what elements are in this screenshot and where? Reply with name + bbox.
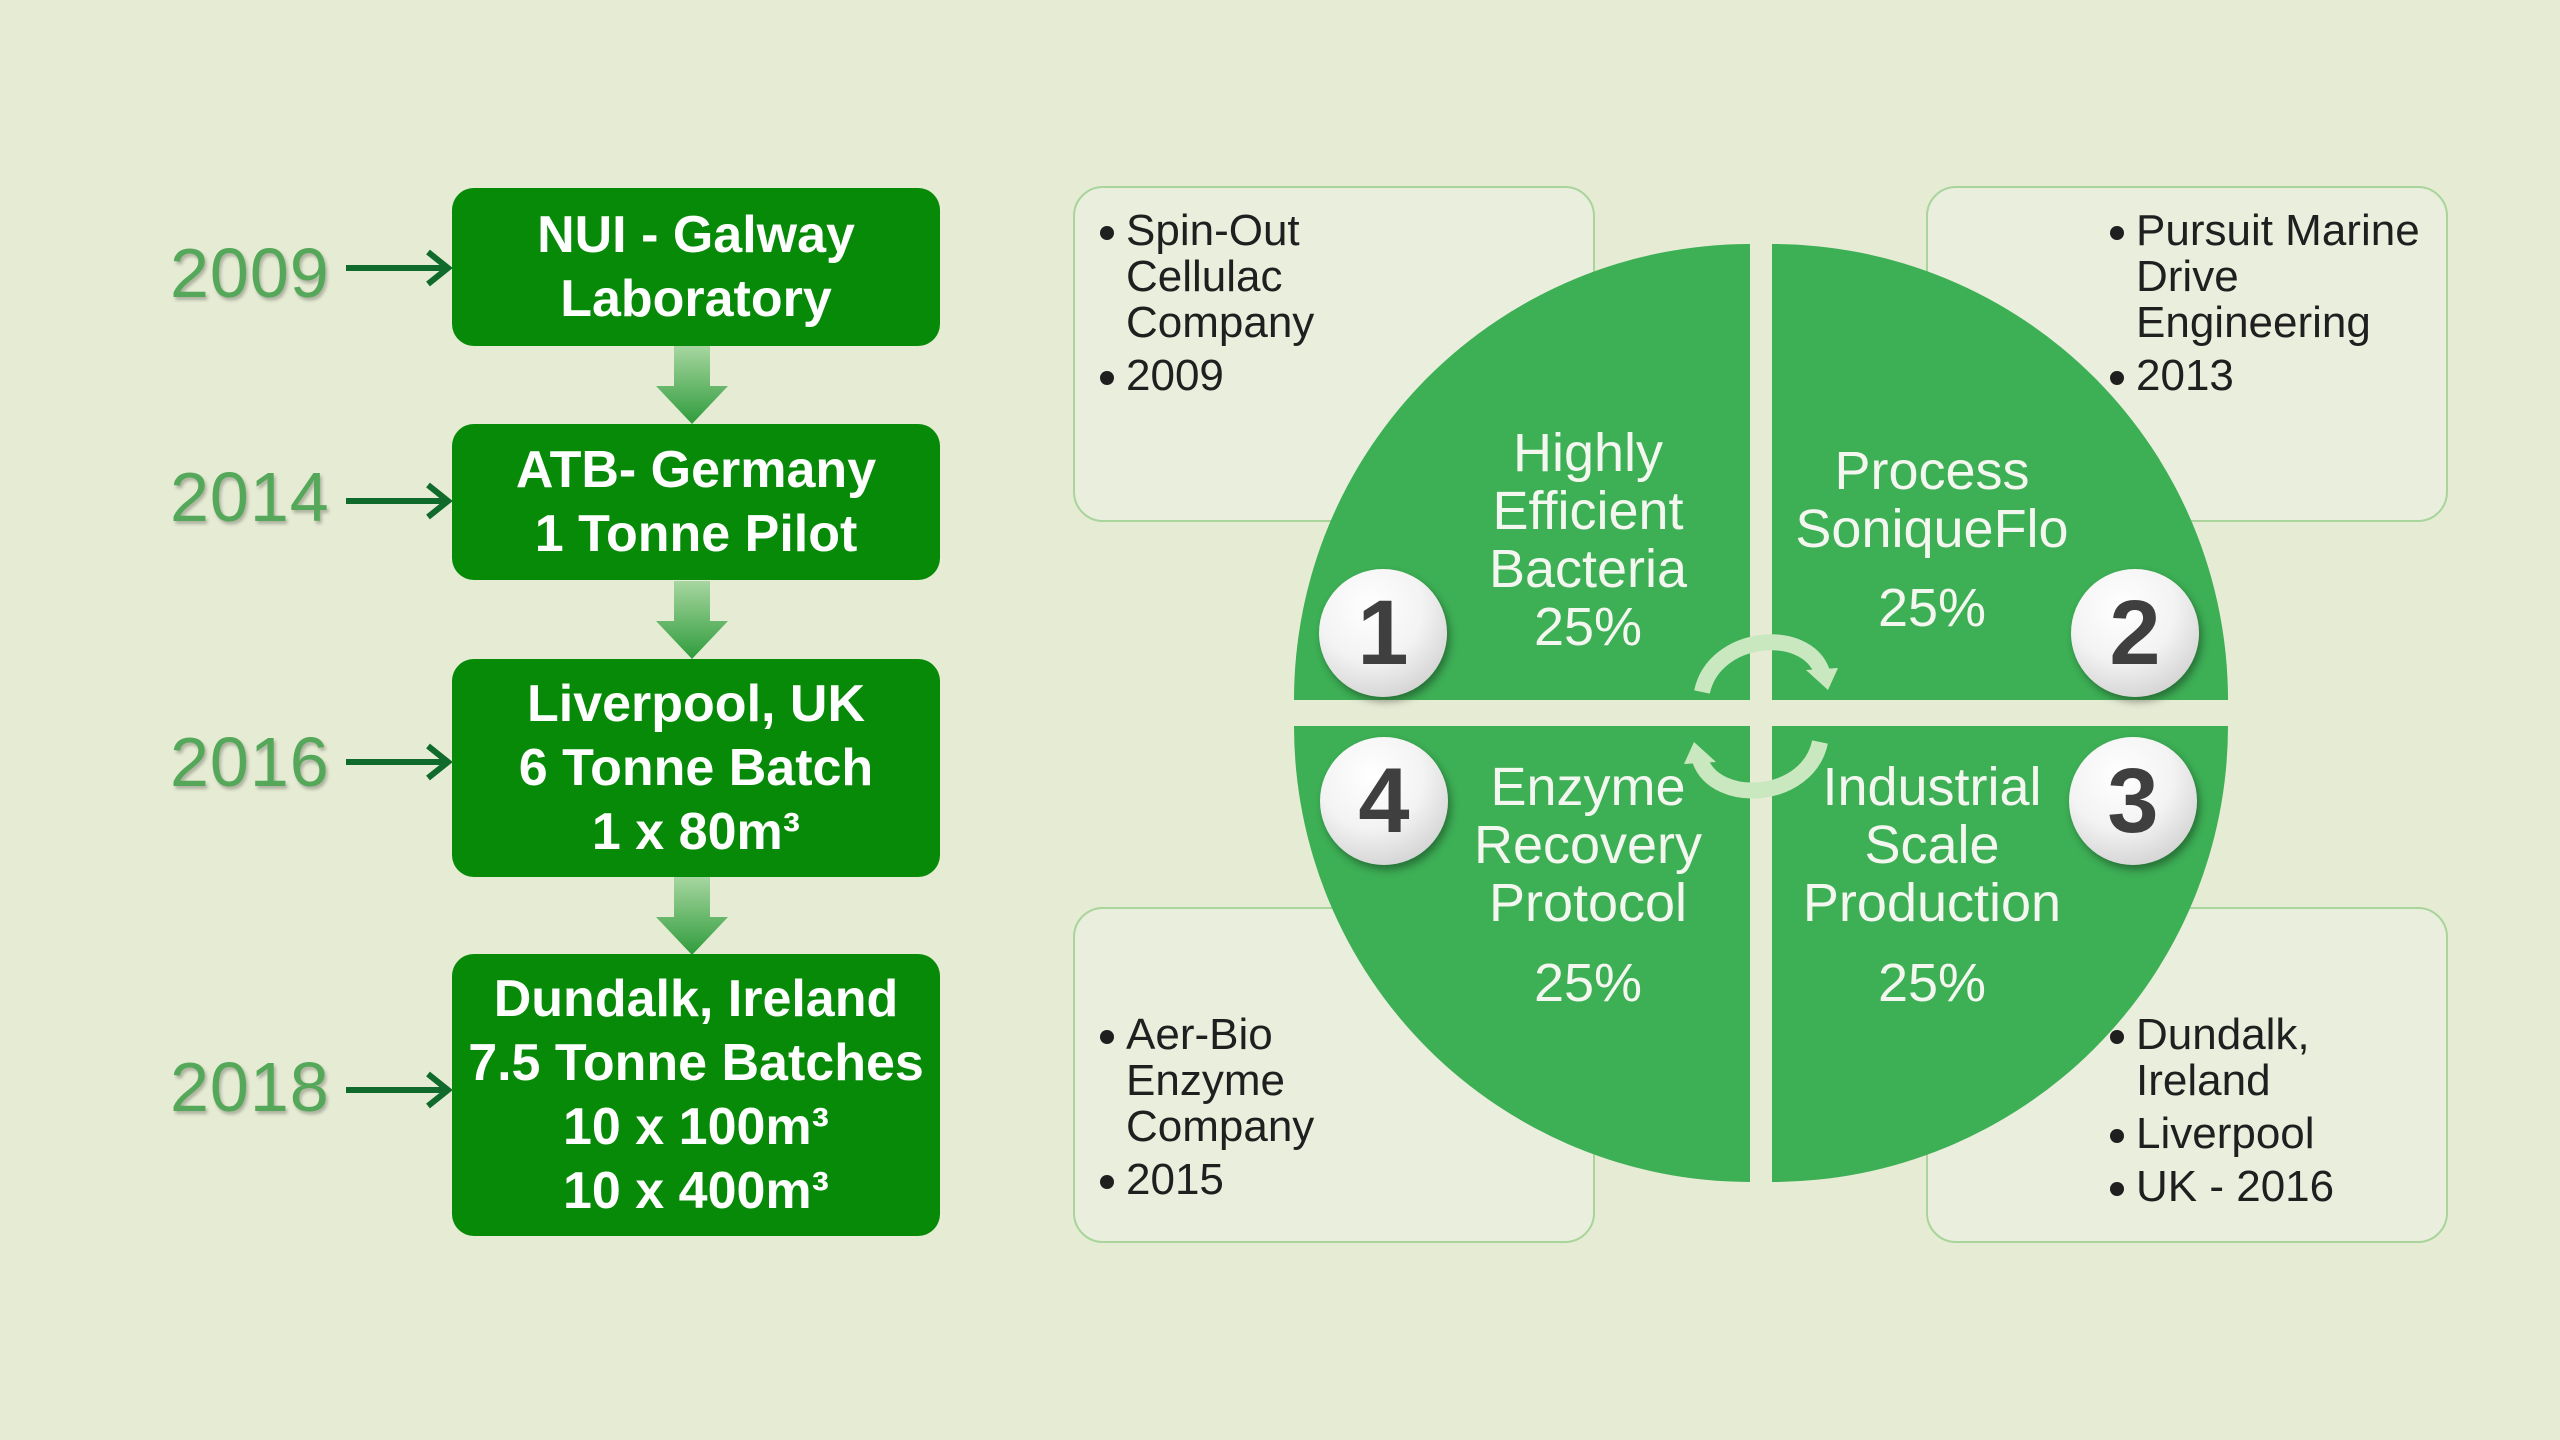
timeline-box-line: 6 Tonne Batch xyxy=(518,739,874,797)
down-arrow-icon xyxy=(656,581,728,659)
timeline-year-2018: 2018 xyxy=(170,1048,330,1126)
quadrant-4-label: Enzyme Recovery Protocol 25% xyxy=(1428,758,1748,1012)
quadrant-4-number-badge: 4 xyxy=(1320,737,1448,865)
right-arrow-icon xyxy=(346,249,453,287)
quadrant-title-line: Industrial xyxy=(1822,757,2042,817)
timeline-box-line: ATB- Germany xyxy=(515,441,877,499)
quadrant-percent: 25% xyxy=(1877,953,1987,1013)
quadrant-3-label: Industrial Scale Production 25% xyxy=(1772,758,2092,1012)
quadrant-title-line: Process xyxy=(1834,441,2030,501)
quadrant-title-line: Bacteria xyxy=(1488,539,1688,599)
quadrant-title-line: Scale xyxy=(1864,815,2000,875)
quadrant-3-number-badge: 3 xyxy=(2069,737,2197,865)
timeline-box-line: Dundalk, Ireland xyxy=(493,970,899,1028)
right-arrow-icon xyxy=(346,1071,453,1109)
bullet-item: Spin-Out Cellulac Company xyxy=(1100,208,1360,346)
bullet-item: Pursuit Marine Drive Engineering xyxy=(2110,208,2440,346)
timeline-box-line: 10 x 100m³ xyxy=(563,1098,829,1156)
cycle-arrowhead-top xyxy=(1806,668,1838,690)
quadrant-title-line: Production xyxy=(1802,873,2062,933)
timeline-box-atb-germany: ATB- Germany 1 Tonne Pilot xyxy=(452,424,940,580)
timeline-year-2009: 2009 xyxy=(170,234,330,312)
quadrant-1-number-badge: 1 xyxy=(1319,569,1447,697)
quadrant-2-label: Process SoniqueFlo 25% xyxy=(1772,442,2092,637)
card-bullets-top-right: Pursuit Marine Drive Engineering 2013 xyxy=(2110,208,2440,406)
timeline-box-nui-galway: NUI - Galway Laboratory xyxy=(452,188,940,346)
cycle-arrowhead-bottom xyxy=(1684,742,1716,764)
bullet-item: UK - 2016 xyxy=(2110,1164,2390,1210)
card-bullets-top-left: Spin-Out Cellulac Company 2009 xyxy=(1100,208,1360,406)
timeline-box-line: Laboratory xyxy=(560,270,832,328)
bullet-item: Liverpool xyxy=(2110,1111,2390,1157)
timeline-box-line: 1 x 80m³ xyxy=(591,803,801,861)
timeline-year-2014: 2014 xyxy=(170,458,330,536)
quadrant-title-line: Recovery xyxy=(1473,815,1703,875)
quadrant-title-line: SoniqueFlo xyxy=(1795,499,2069,559)
bullet-item: Dundalk, Ireland xyxy=(2110,1012,2390,1104)
cycle-arrow-bottom xyxy=(1692,739,1828,799)
down-arrow-icon xyxy=(656,346,728,424)
quadrant-percent: 25% xyxy=(1533,597,1643,657)
quadrant-title-line: Efficient xyxy=(1492,481,1684,541)
timeline-box-line: NUI - Galway xyxy=(537,206,855,264)
bullet-item: 2015 xyxy=(1100,1157,1360,1203)
quadrant-title-line: Highly xyxy=(1512,423,1664,483)
timeline-box-dundalk: Dundalk, Ireland 7.5 Tonne Batches 10 x … xyxy=(452,954,940,1236)
card-bullets-bottom-left: Aer-Bio Enzyme Company 2015 xyxy=(1100,1012,1360,1210)
quadrant-percent: 25% xyxy=(1877,578,1987,638)
timeline-box-line: 1 Tonne Pilot xyxy=(534,505,858,563)
quadrant-1-label: Highly Efficient Bacteria 25% xyxy=(1428,424,1748,656)
down-arrow-icon xyxy=(656,877,728,955)
timeline-box-line: 10 x 400m³ xyxy=(563,1162,829,1220)
timeline-box-line: Liverpool, UK xyxy=(526,675,866,733)
bullet-item: 2009 xyxy=(1100,353,1360,399)
card-bullets-bottom-right: Dundalk, Ireland Liverpool UK - 2016 xyxy=(2110,1012,2390,1217)
cycle-arrow-top xyxy=(1694,634,1830,695)
timeline-box-liverpool: Liverpool, UK 6 Tonne Batch 1 x 80m³ xyxy=(452,659,940,877)
right-arrow-icon xyxy=(346,482,453,520)
bullet-item: 2013 xyxy=(2110,353,2440,399)
quadrant-percent: 25% xyxy=(1533,953,1643,1013)
quadrant-2-number-badge: 2 xyxy=(2071,569,2199,697)
timeline-year-2016: 2016 xyxy=(170,723,330,801)
bullet-item: Aer-Bio Enzyme Company xyxy=(1100,1012,1360,1150)
right-arrow-icon xyxy=(346,743,453,781)
quadrant-title-line: Enzyme xyxy=(1490,757,1686,817)
timeline-box-line: 7.5 Tonne Batches xyxy=(468,1034,924,1092)
quadrant-title-line: Protocol xyxy=(1488,873,1688,933)
